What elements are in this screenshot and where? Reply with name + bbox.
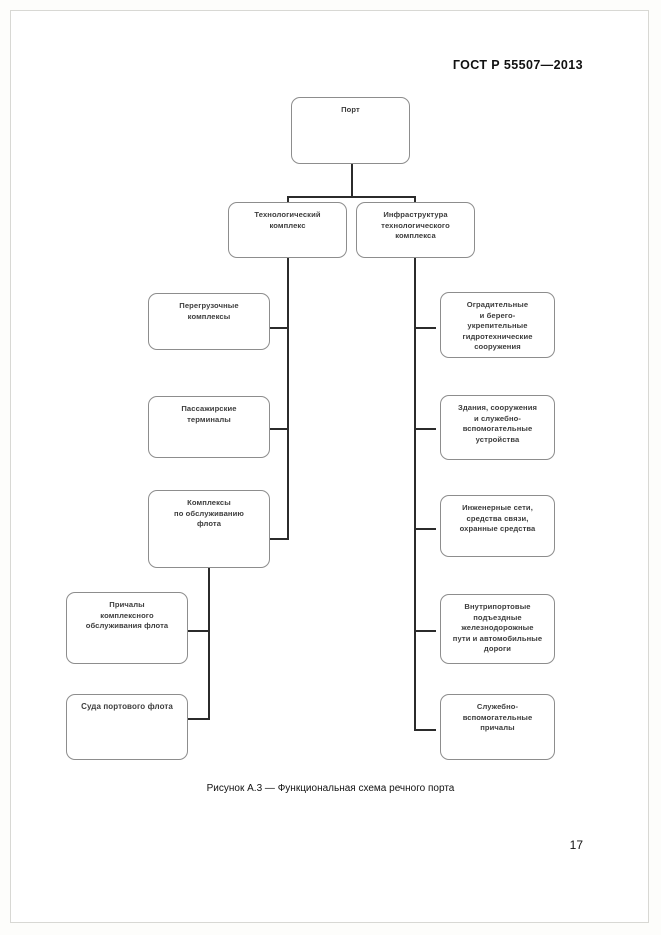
standard-code-header: ГОСТ Р 55507—2013 <box>452 58 583 72</box>
connector-right-stub-5 <box>414 729 436 731</box>
connector-split-bar <box>287 196 416 198</box>
connector-left-sub-stub-1 <box>188 630 210 632</box>
node-branch-right-label: Инфраструктура технологического комплекс… <box>381 210 450 241</box>
connector-right-stub-1 <box>414 327 436 329</box>
node-left-child-3-label: Комплексы по обслуживанию флота <box>174 498 244 529</box>
node-left-child-1[interactable]: Перегрузочные комплексы <box>148 293 270 350</box>
connector-right-stub-2 <box>414 428 436 430</box>
connector-left-stub-2 <box>270 428 289 430</box>
node-left-child-3[interactable]: Комплексы по обслуживанию флота <box>148 490 270 568</box>
connector-right-stub-3 <box>414 528 436 530</box>
node-right-child-1-label: Оградительные и берего- укрепительные ги… <box>462 300 533 352</box>
node-right-child-4[interactable]: Внутрипортовые подъездные железнодорожны… <box>440 594 555 664</box>
connector-left-sub-trunk <box>208 568 210 720</box>
connector-right-stub-4 <box>414 630 436 632</box>
node-branch-left-label: Технологический комплекс <box>254 210 321 230</box>
node-left-grandchild-2-label: Суда портового флота <box>81 702 173 711</box>
connector-root-down <box>351 163 353 198</box>
page-number: 17 <box>569 838 583 852</box>
node-branch-left[interactable]: Технологический комплекс <box>228 202 347 258</box>
node-root[interactable]: Порт <box>291 97 410 164</box>
node-left-grandchild-1[interactable]: Причалы комплексного обслуживания флота <box>66 592 188 664</box>
node-left-grandchild-1-label: Причалы комплексного обслуживания флота <box>85 600 169 631</box>
node-left-child-2[interactable]: Пассажирские терминалы <box>148 396 270 458</box>
node-root-label: Порт <box>341 105 360 114</box>
node-left-grandchild-2[interactable]: Суда портового флота <box>66 694 188 760</box>
node-right-child-2[interactable]: Здания, сооружения и служебно- вспомогат… <box>440 395 555 460</box>
connector-left-trunk <box>287 257 289 540</box>
connector-left-stub-3 <box>270 538 289 540</box>
node-right-child-3[interactable]: Инженерные сети, средства связи, охранны… <box>440 495 555 557</box>
connector-left-sub-stub-2 <box>188 718 210 720</box>
node-left-child-2-label: Пассажирские терминалы <box>181 404 237 424</box>
connector-to-branch-right <box>414 196 416 204</box>
figure-caption: Рисунок А.3 — Функциональная схема речно… <box>206 783 455 794</box>
connector-right-trunk <box>414 257 416 731</box>
node-right-child-1[interactable]: Оградительные и берего- укрепительные ги… <box>440 292 555 358</box>
node-branch-right[interactable]: Инфраструктура технологического комплекс… <box>356 202 475 258</box>
node-right-child-2-label: Здания, сооружения и служебно- вспомогат… <box>457 403 538 444</box>
node-right-child-4-label: Внутрипортовые подъездные железнодорожны… <box>452 602 543 654</box>
node-right-child-5-label: Служебно- вспомогательные причалы <box>462 702 533 733</box>
connector-to-branch-left <box>287 196 289 204</box>
connector-left-stub-1 <box>270 327 289 329</box>
node-right-child-3-label: Инженерные сети, средства связи, охранны… <box>459 503 536 534</box>
node-left-child-1-label: Перегрузочные комплексы <box>179 301 239 321</box>
node-right-child-5[interactable]: Служебно- вспомогательные причалы <box>440 694 555 760</box>
